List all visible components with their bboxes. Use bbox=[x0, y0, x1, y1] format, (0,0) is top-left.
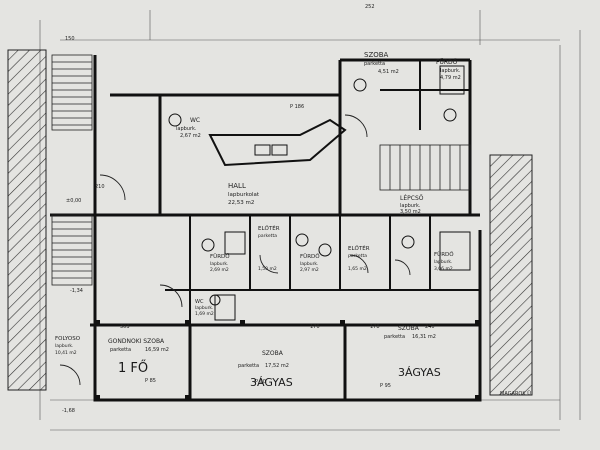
dimension-label: P 85 bbox=[145, 378, 156, 384]
room-floor: parketta bbox=[348, 253, 367, 259]
room-floor: lapburk. bbox=[400, 203, 421, 209]
room-area: 3,50 m2 bbox=[400, 209, 421, 215]
room-area: 4,51 m2 bbox=[378, 69, 399, 75]
occupancy-note: 1 FŐ bbox=[118, 360, 148, 376]
hall-seat bbox=[271, 144, 288, 156]
room-name: WC bbox=[190, 117, 200, 124]
dimension-label: 240 bbox=[425, 324, 435, 330]
room-floor: lapburk. bbox=[210, 261, 228, 267]
room-floor: parketta bbox=[258, 233, 277, 239]
room-area: 1,65 m2 bbox=[348, 266, 367, 272]
side-note: MAGAROK Ü bbox=[500, 390, 531, 397]
room-area: 17,52 m2 bbox=[265, 363, 289, 369]
room-floor: lapburk. bbox=[434, 259, 452, 265]
dimension-label: 303 bbox=[120, 324, 130, 330]
dimension-label: 252 bbox=[365, 4, 375, 10]
room-area: 2,97 m2 bbox=[300, 267, 319, 273]
room-area: 1,50 m2 bbox=[258, 266, 277, 272]
dimension-label: 150 bbox=[65, 36, 75, 42]
room-area: 2,67 m2 bbox=[180, 133, 201, 139]
room-area: 22,53 m2 bbox=[228, 200, 254, 206]
room-floor: parketta bbox=[110, 347, 131, 353]
right-hatched-wall bbox=[489, 154, 533, 396]
room-area: 3,06 m2 bbox=[434, 266, 453, 272]
room-name: FÜRDŐ bbox=[436, 59, 458, 66]
room-area: 2,69 m2 bbox=[210, 267, 229, 273]
occupancy-note: 3ÁGYAS bbox=[398, 366, 441, 379]
bathroom-walls bbox=[165, 60, 480, 325]
elevation-label: -1,68 bbox=[62, 408, 75, 414]
hall-counter bbox=[208, 118, 347, 167]
room-name: WC bbox=[195, 299, 204, 305]
dimension-label: P 95 bbox=[380, 383, 391, 389]
room-area: 16,59 m2 bbox=[145, 347, 169, 353]
room-name: SZOBA bbox=[262, 350, 284, 357]
room-area: 4,79 m2 bbox=[440, 75, 461, 81]
stair-top-left bbox=[51, 54, 93, 131]
column-markers bbox=[95, 320, 480, 400]
room-floor: parketta bbox=[384, 334, 405, 340]
dimension-label: 178 bbox=[370, 324, 380, 330]
room-floor: lapburk. bbox=[300, 261, 318, 267]
room-floor: lapburk. bbox=[440, 68, 461, 74]
room-name: FOLYOSO bbox=[55, 336, 81, 342]
room-floor: parketta bbox=[238, 363, 259, 369]
dimension-label: P 90 bbox=[255, 379, 266, 385]
elevation-label: ±0,00 bbox=[66, 198, 81, 204]
room-area: 10,41 m2 bbox=[55, 350, 77, 356]
dimension-label: 210 bbox=[95, 184, 105, 190]
room-name: GONDNOKI SZOBA bbox=[108, 338, 165, 345]
room-floor: lapburk. bbox=[55, 343, 73, 349]
dimension-label: 176 bbox=[310, 324, 320, 330]
room-floor: parketta bbox=[364, 61, 385, 67]
room-floor: lapburk. bbox=[176, 126, 197, 132]
room-name: FÜRDŐ bbox=[210, 253, 230, 260]
elevation-label: -1,34 bbox=[70, 288, 83, 294]
room-name: SZOBA bbox=[398, 325, 420, 332]
room-floor: lapburkolat bbox=[228, 192, 260, 198]
room-name: LÉPCSŐ bbox=[400, 194, 424, 202]
room-name: FÜRDŐ bbox=[300, 253, 320, 260]
outer-walls bbox=[50, 55, 482, 402]
room-name: ELŐTÉR bbox=[258, 224, 280, 232]
stair-lower-left bbox=[51, 214, 93, 286]
room-name: SZOBA bbox=[364, 51, 389, 59]
room-area: 1,69 m2 bbox=[195, 311, 214, 317]
room-name: FÜRDŐ bbox=[434, 251, 454, 258]
dimension-label: P 186 bbox=[290, 104, 304, 110]
room-floor: lapburk. bbox=[195, 305, 213, 311]
room-name: HALL bbox=[228, 182, 246, 190]
room-name: ELŐTÉR bbox=[348, 244, 370, 252]
stair-right bbox=[379, 144, 471, 191]
hall-seat bbox=[254, 144, 271, 156]
left-hatched-wall bbox=[7, 49, 47, 391]
room-area: 16,31 m2 bbox=[412, 334, 436, 340]
fixtures bbox=[168, 65, 471, 321]
occupancy-note: 3ÁGYAS bbox=[250, 376, 293, 389]
door-swings bbox=[59, 114, 411, 386]
